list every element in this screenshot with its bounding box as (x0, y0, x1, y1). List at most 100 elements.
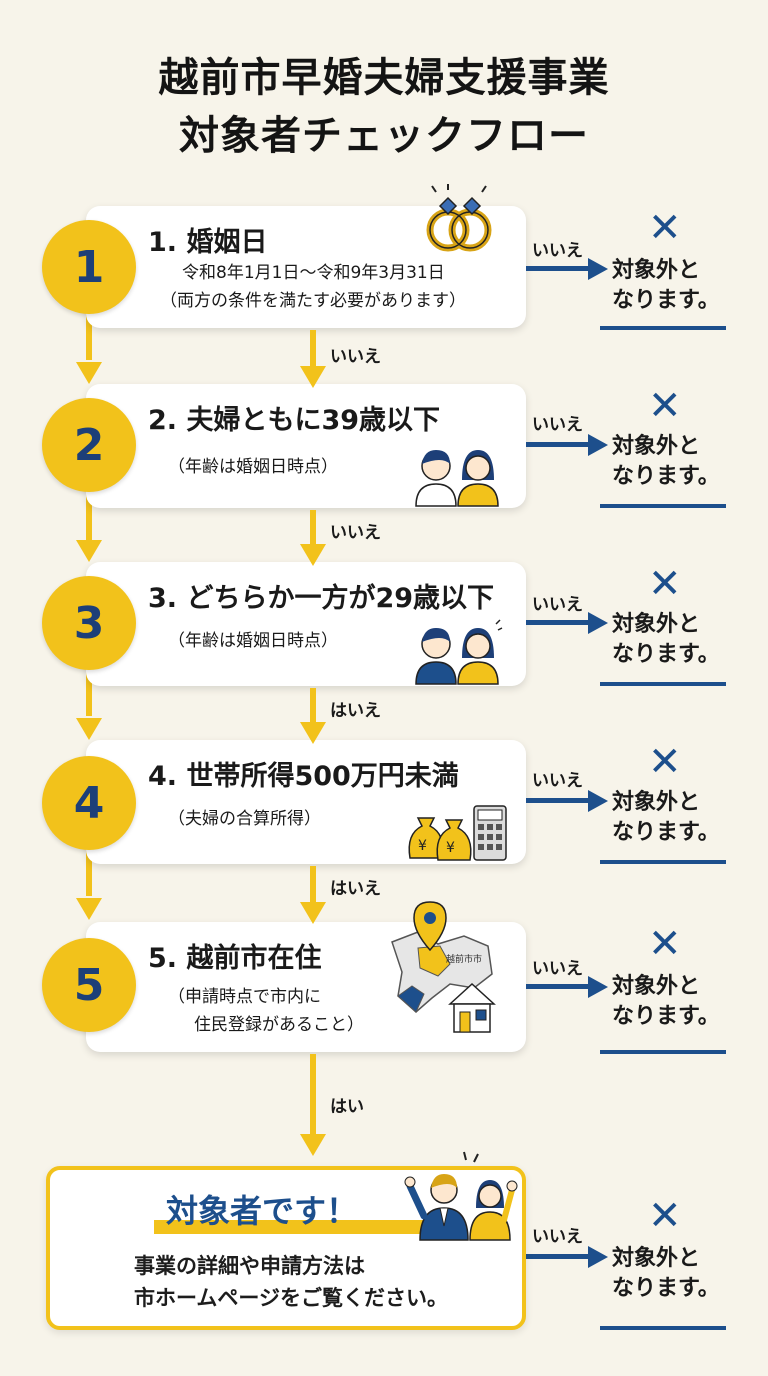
center-arrow-3 (300, 722, 326, 744)
result-line1: 対象外と (612, 790, 701, 815)
result-underline (600, 326, 726, 330)
flow-label-3: はいえ (330, 701, 381, 721)
result-line2: なります。 (612, 464, 720, 489)
step-sub: （申請時点で市内に (168, 987, 321, 1007)
result-line2: なります。 (612, 820, 720, 845)
step-card-2: 2. 夫婦ともに39歳以下 （年齢は婚姻日時点） (86, 384, 526, 508)
no-arrow-line (526, 798, 590, 803)
center-arrow-1 (300, 366, 326, 388)
center-connector (310, 510, 316, 546)
center-arrow-2 (300, 544, 326, 566)
x-mark-icon: ✕ (648, 739, 682, 785)
rings-icon (426, 184, 492, 252)
title-highlight (154, 1220, 434, 1234)
eligible-title: 対象者です！ (166, 1192, 359, 1230)
no-arrowhead (588, 258, 608, 280)
x-mark-icon: ✕ (648, 561, 682, 607)
result-line2: なります。 (612, 1004, 720, 1029)
map-house-icon: 越前市市 (391, 901, 496, 1033)
result-underline (600, 1326, 726, 1330)
x-mark-icon: ✕ (648, 921, 682, 967)
no-label: いいえ (532, 241, 583, 261)
step-number-3: 3 (42, 576, 136, 670)
step-sub: 住民登録があること） (194, 1015, 364, 1035)
center-arrow-5 (300, 1134, 326, 1156)
step-card-3: 3. どちらか一方が29歳以下 （年齢は婚姻日時点） (86, 562, 526, 686)
left-connector (86, 830, 92, 896)
svg-text:¥: ¥ (418, 838, 427, 854)
step-heading: 5. 越前市在住 (148, 943, 322, 974)
left-connector (86, 480, 92, 540)
center-connector (310, 688, 316, 724)
step-heading: 2. 夫婦ともに39歳以下 (148, 405, 441, 436)
step-sub: （年齢は婚姻日時点） (168, 631, 338, 651)
page-title-line1: 越前市早婚夫婦支援事業 (158, 55, 610, 101)
step-card-4: 4. 世帯所得500万円未満 （夫婦の合算所得） ¥ ¥ (86, 740, 526, 864)
no-arrowhead (588, 434, 608, 456)
x-mark-icon: ✕ (648, 383, 682, 429)
result-line2: なります。 (612, 1276, 720, 1301)
result-underline (600, 1050, 726, 1054)
step-sub: （両方の条件を満たす必要があります） (160, 291, 466, 311)
no-arrowhead (588, 790, 608, 812)
step-sub: 令和8年1月1日〜令和9年3月31日 (182, 263, 445, 283)
step-sub: （年齢は婚姻日時点） (168, 457, 338, 477)
left-arrow-1 (76, 362, 102, 384)
result-underline (600, 682, 726, 686)
page-title-line2: 対象者チェックフロー (179, 113, 589, 159)
flow-label-1: いいえ (330, 347, 381, 367)
center-connector (310, 330, 316, 370)
left-arrow-4 (76, 898, 102, 920)
step-number-5: 5 (42, 938, 136, 1032)
x-mark-icon: ✕ (648, 205, 682, 251)
result-line1: 対象外と (612, 974, 701, 999)
map-label: 越前市市 (446, 953, 482, 965)
center-arrow-4 (300, 902, 326, 924)
money-calculator-icon: ¥ ¥ (408, 805, 507, 861)
no-arrow-line (526, 266, 590, 271)
result-line1: 対象外と (612, 258, 701, 283)
result-line1: 対象外と (612, 434, 701, 459)
step-card-5: 5. 越前市在住 （申請時点で市内に 住民登録があること） 越前市市 (86, 901, 526, 1052)
couple-icon (415, 619, 503, 685)
left-connector (86, 656, 92, 716)
no-arrow-line (526, 442, 590, 447)
step-number-2: 2 (42, 398, 136, 492)
no-arrow-line (526, 984, 590, 989)
no-label: いいえ (532, 595, 583, 615)
celebrating-couple-icon (404, 1151, 518, 1241)
no-arrowhead (588, 1246, 608, 1268)
step-heading: 1. 婚姻日 (148, 227, 268, 258)
step-number-1: 1 (42, 220, 136, 314)
couple-icon (415, 450, 499, 507)
no-label: いいえ (532, 959, 583, 979)
no-label: いいえ (532, 771, 583, 791)
result-underline (600, 860, 726, 864)
left-arrow-3 (76, 718, 102, 740)
eligible-line2: 市ホームページをご覧ください。 (134, 1286, 448, 1310)
result-line1: 対象外と (612, 612, 701, 637)
result-line2: なります。 (612, 642, 720, 667)
flow-label-5: はい (330, 1097, 364, 1117)
step-number-4: 4 (42, 756, 136, 850)
left-connector (86, 300, 92, 360)
eligible-result-box: 対象者です！ 事業の詳細や申請方法は 市ホームページをご覧ください。 (46, 1151, 526, 1330)
no-arrow-line (526, 620, 590, 625)
result-underline (600, 504, 726, 508)
step-heading: 4. 世帯所得500万円未満 (148, 761, 459, 792)
no-arrowhead (588, 976, 608, 998)
eligible-line1: 事業の詳細や申請方法は (134, 1254, 365, 1278)
step-heading: 3. どちらか一方が29歳以下 (148, 583, 495, 614)
no-label: いいえ (532, 415, 583, 435)
svg-text:¥: ¥ (446, 840, 455, 856)
step-sub: （夫婦の合算所得） (168, 809, 321, 829)
result-line2: なります。 (612, 288, 720, 313)
left-arrow-2 (76, 540, 102, 562)
no-label: いいえ (532, 1227, 583, 1247)
result-line1: 対象外と (612, 1246, 701, 1271)
step-card-1: 1. 婚姻日 令和8年1月1日〜令和9年3月31日 （両方の条件を満たす必要があ… (86, 184, 526, 328)
center-connector (310, 1054, 316, 1136)
center-connector (310, 866, 316, 904)
flow-label-4: はいえ (330, 879, 381, 899)
flow-label-2: いいえ (330, 523, 381, 543)
